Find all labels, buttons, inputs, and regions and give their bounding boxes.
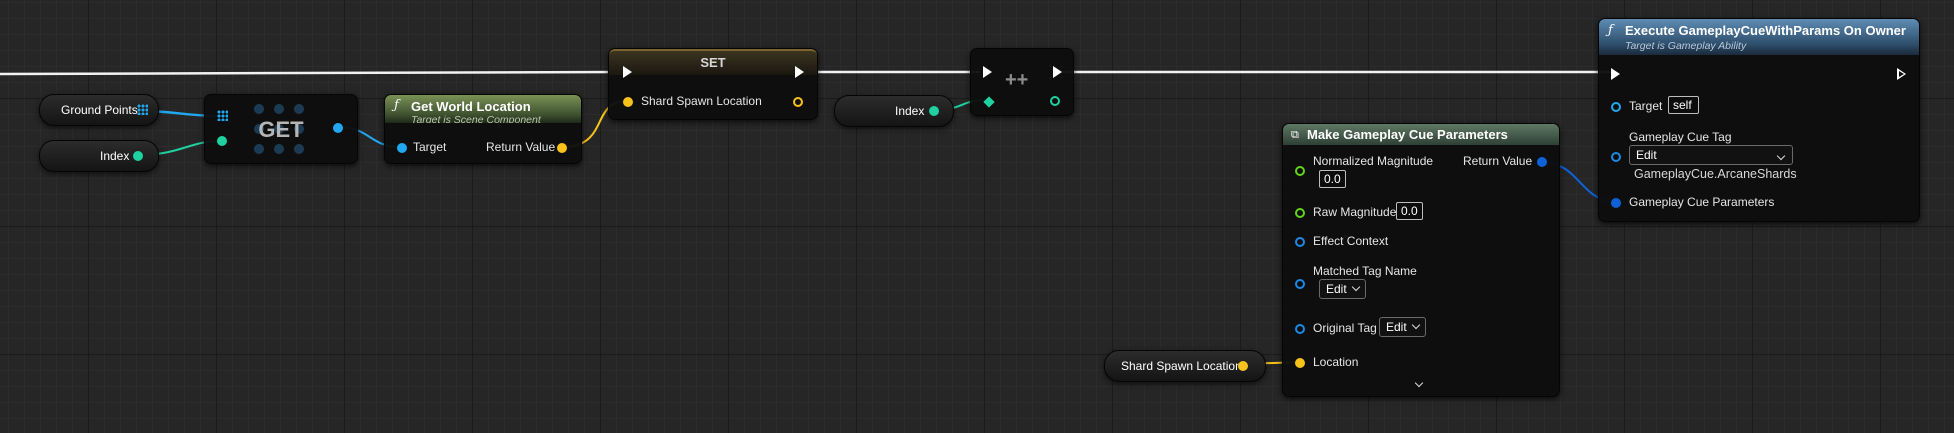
increment-node[interactable]: ++ <box>970 48 1074 116</box>
index-variable-right[interactable]: Index <box>834 95 954 127</box>
vector-pin-icon[interactable] <box>1238 361 1248 371</box>
cue-target-pin[interactable] <box>1611 102 1621 112</box>
make-params-title: Make Gameplay Cue Parameters <box>1307 127 1508 142</box>
cue-target-self-field[interactable]: self <box>1668 96 1699 114</box>
set-value-in-pin[interactable] <box>623 97 633 107</box>
cue-target-label: Target <box>1629 99 1663 113</box>
increment-label: ++ <box>1005 69 1029 91</box>
increment-exec-in-pin[interactable] <box>983 66 992 78</box>
get-world-location-title: Get World Location <box>411 99 531 114</box>
original-tag-pin[interactable] <box>1295 324 1305 334</box>
normalized-magnitude-label: Normalized Magnitude <box>1313 154 1434 168</box>
cue-params-pin[interactable] <box>1611 198 1621 208</box>
execute-cue-subtitle: Target is Gameplay Ability <box>1625 40 1747 52</box>
make-gameplay-cue-params-node[interactable]: ⧉ Make Gameplay Cue Parameters Normalize… <box>1282 123 1560 397</box>
cue-tag-edit-dropdown[interactable]: Edit <box>1629 145 1793 165</box>
return-value-label: Return Value <box>1463 154 1533 168</box>
return-value-label: Return Value <box>486 140 556 154</box>
execute-gameplay-cue-node[interactable]: ƒ Execute GameplayCueWithParams On Owner… <box>1598 18 1920 222</box>
function-icon: ƒ <box>1608 23 1613 38</box>
shard-spawn-location-label: Shard Spawn Location <box>1121 359 1242 373</box>
set-title: SET <box>700 55 726 70</box>
array-get-node[interactable]: GET <box>204 94 358 164</box>
array-pin-icon[interactable] <box>137 104 148 115</box>
set-exec-out-pin[interactable] <box>795 66 804 78</box>
original-tag-edit-label: Edit <box>1386 320 1407 334</box>
location-label: Location <box>1313 355 1359 369</box>
cue-exec-out-pin[interactable] <box>1897 68 1906 80</box>
target-label: Target <box>413 140 447 154</box>
cue-exec-in-pin[interactable] <box>1611 68 1620 80</box>
execute-cue-title: Execute GameplayCueWithParams On Owner <box>1625 23 1906 38</box>
array-input-pin[interactable] <box>217 110 228 121</box>
cue-params-label: Gameplay Cue Parameters <box>1629 195 1775 209</box>
matched-tag-edit-dropdown[interactable]: Edit <box>1319 279 1366 299</box>
shard-spawn-location-variable[interactable]: Shard Spawn Location <box>1104 350 1266 382</box>
integer-pin-icon[interactable] <box>133 151 143 161</box>
increment-exec-out-pin[interactable] <box>1053 66 1062 78</box>
make-struct-icon: ⧉ <box>1291 129 1299 141</box>
function-icon: ƒ <box>394 98 399 113</box>
index-variable-left[interactable]: Index <box>39 140 159 172</box>
set-exec-in-pin[interactable] <box>623 66 632 78</box>
set-pin-label: Shard Spawn Location <box>641 94 762 108</box>
chevron-down-icon <box>1776 151 1786 161</box>
index-label-left: Index <box>100 149 130 163</box>
normalized-magnitude-pin[interactable] <box>1295 166 1305 176</box>
raw-magnitude-input[interactable]: 0.0 <box>1396 202 1423 220</box>
element-output-pin[interactable] <box>333 123 343 133</box>
raw-magnitude-pin[interactable] <box>1295 208 1305 218</box>
execute-cue-header: ƒ Execute GameplayCueWithParams On Owner… <box>1599 19 1919 55</box>
index-label-right: Index <box>895 104 925 118</box>
get-world-location-subtitle: Target is Scene Component <box>411 114 541 123</box>
original-tag-label: Original Tag <box>1313 321 1377 335</box>
cue-tag-value: GameplayCue.ArcaneShards <box>1634 167 1797 181</box>
make-params-header: ⧉ Make Gameplay Cue Parameters <box>1283 124 1559 145</box>
expand-chevron-icon[interactable] <box>1414 378 1424 388</box>
set-value-out-pin[interactable] <box>793 97 803 107</box>
location-pin[interactable] <box>1295 358 1305 368</box>
increment-in-pin[interactable] <box>983 96 995 108</box>
cue-tag-edit-label: Edit <box>1636 148 1657 162</box>
chevron-down-icon <box>1411 320 1420 330</box>
array-get-label: GET <box>258 117 304 142</box>
index-input-pin[interactable] <box>217 136 227 146</box>
cue-tag-label: Gameplay Cue Tag <box>1629 130 1732 144</box>
matched-tag-name-label: Matched Tag Name <box>1313 264 1417 278</box>
return-value-pin[interactable] <box>557 143 567 153</box>
exec-wire-in <box>0 70 621 76</box>
set-header: SET <box>609 49 817 75</box>
ground-points-variable[interactable]: Ground Points <box>39 94 159 126</box>
effect-context-label: Effect Context <box>1313 234 1389 248</box>
ground-points-label: Ground Points <box>61 103 138 117</box>
increment-out-pin[interactable] <box>1050 96 1060 106</box>
raw-magnitude-label: Raw Magnitude <box>1313 205 1397 219</box>
normalized-magnitude-input[interactable]: 0.0 <box>1319 170 1346 188</box>
effect-context-pin[interactable] <box>1295 237 1305 247</box>
cue-tag-pin[interactable] <box>1611 152 1621 162</box>
get-world-location-header: ƒ Get World Location Target is Scene Com… <box>385 95 581 123</box>
params-return-pin[interactable] <box>1537 157 1547 167</box>
target-pin[interactable] <box>397 143 407 153</box>
original-tag-edit-dropdown[interactable]: Edit <box>1379 317 1426 337</box>
set-node[interactable]: SET Shard Spawn Location <box>608 48 818 120</box>
get-world-location-node[interactable]: ƒ Get World Location Target is Scene Com… <box>384 94 582 164</box>
array-get-watermark-icon <box>249 99 311 159</box>
matched-tag-edit-label: Edit <box>1326 282 1347 296</box>
matched-tag-name-pin[interactable] <box>1295 279 1305 289</box>
integer-pin-icon[interactable] <box>929 106 939 116</box>
chevron-down-icon <box>1351 282 1360 292</box>
